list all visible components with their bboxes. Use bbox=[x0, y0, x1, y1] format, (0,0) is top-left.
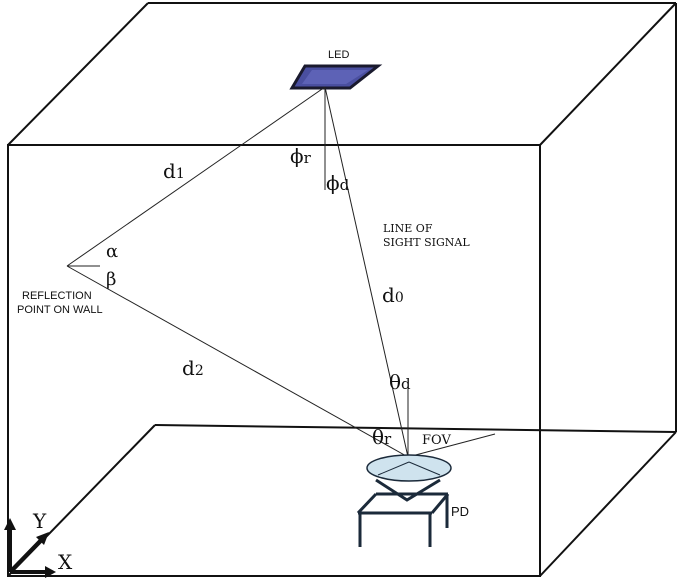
label-fov: FOV bbox=[422, 433, 451, 448]
ray-d2 bbox=[66, 265, 409, 458]
label-los-line2: SIGHT SIGNAL bbox=[383, 236, 470, 249]
ray-d1 bbox=[66, 86, 326, 267]
rays bbox=[66, 86, 496, 458]
axis-x-label: X bbox=[58, 550, 73, 574]
room-box bbox=[7, 2, 677, 577]
top-left-connector bbox=[7, 2, 149, 146]
axes bbox=[4, 518, 56, 578]
floor-back-edge bbox=[154, 424, 677, 433]
led-panel-inner bbox=[302, 70, 368, 84]
label-d2: d2 bbox=[182, 356, 204, 380]
axis-diag-line bbox=[8, 536, 45, 574]
label-d1: d1 bbox=[163, 159, 185, 183]
pd-lens-inner-left bbox=[377, 461, 410, 476]
pd-lens-inner-right bbox=[408, 461, 441, 476]
label-los-line1: LINE OF bbox=[383, 222, 433, 235]
axis-x-arrow bbox=[45, 566, 56, 578]
label-reflection-line1: REFLECTION bbox=[22, 290, 92, 302]
fov-line bbox=[407, 433, 496, 458]
axis-y-arrow bbox=[4, 518, 16, 530]
pd-stand-left-top bbox=[356, 492, 378, 515]
label-alpha: α bbox=[106, 241, 118, 262]
led-label: LED bbox=[328, 49, 349, 61]
ray-d0 bbox=[324, 86, 409, 458]
pd-stand-right-top bbox=[430, 493, 450, 514]
front-face bbox=[7, 144, 541, 577]
label-theta-d: θd bbox=[389, 370, 411, 394]
label-beta: β bbox=[106, 269, 116, 290]
top-right-connector bbox=[539, 2, 677, 146]
label-reflection-line2: POINT ON WALL bbox=[17, 304, 103, 316]
label-phi-d: ϕd bbox=[326, 171, 350, 195]
label-theta-r: θr bbox=[372, 425, 392, 449]
axis-diag-arrow bbox=[36, 532, 49, 545]
bottom-right-connector bbox=[539, 431, 677, 577]
label-pd: PD bbox=[451, 504, 469, 519]
photodetector bbox=[356, 454, 452, 547]
pd-lens bbox=[366, 454, 452, 482]
pd-funnel bbox=[375, 478, 441, 502]
led-device bbox=[289, 64, 383, 90]
label-d0: d0 bbox=[382, 283, 404, 307]
label-phi-r: ϕr bbox=[290, 144, 312, 168]
axis-y-label: Y bbox=[32, 509, 47, 533]
